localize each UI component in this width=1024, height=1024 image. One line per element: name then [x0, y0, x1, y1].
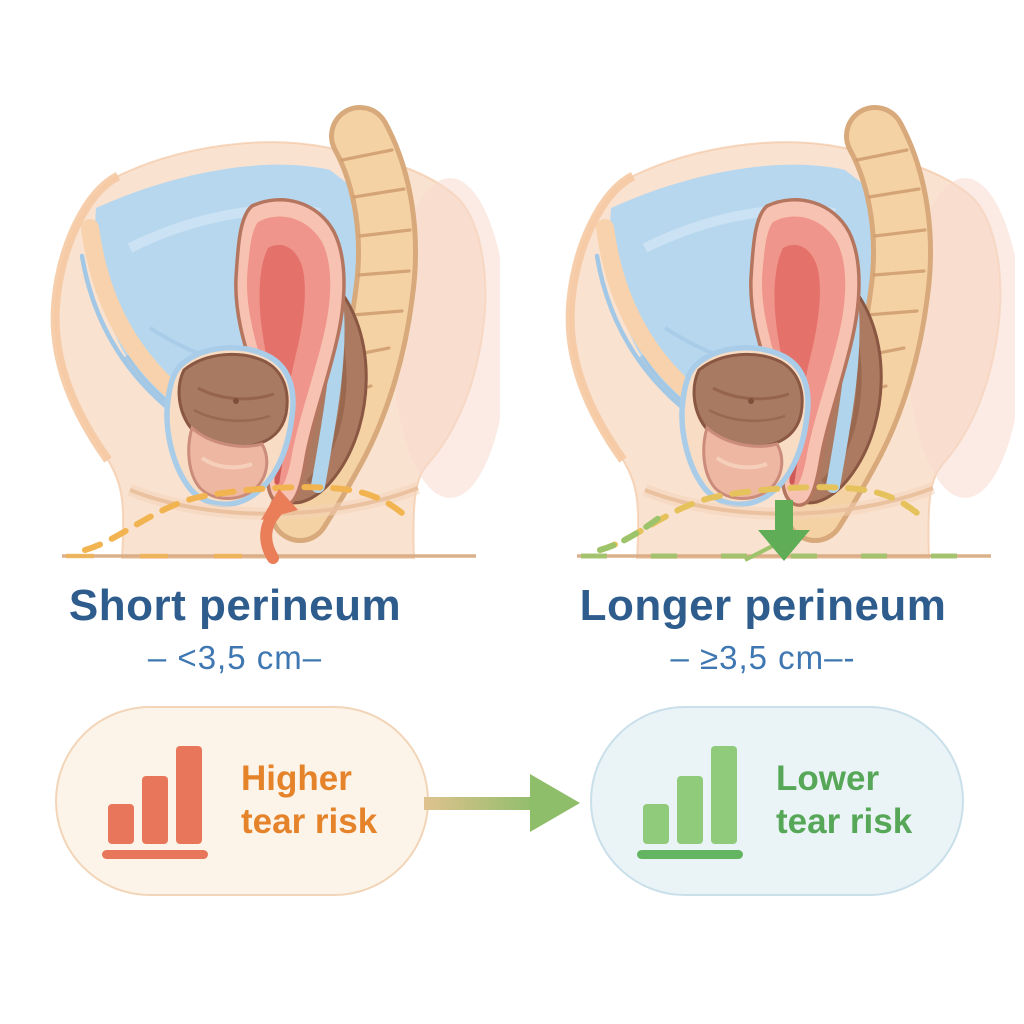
risk-label: Higher tear risk	[241, 759, 378, 841]
arrow-down-icon	[758, 500, 810, 561]
panel-measurement: – <3,5 cm–	[147, 639, 323, 677]
bar-chart-icon	[637, 746, 743, 859]
pelvis-illustration-longer	[545, 98, 1015, 568]
caption-longer-perineum: Longer perineum – ≥3,5 cm–-	[548, 581, 978, 677]
risk-label: Lower tear risk	[776, 759, 913, 841]
arrow-up-icon	[260, 489, 298, 564]
panel-measurement: – ≥3,5 cm–-	[670, 639, 856, 677]
panel-title: Longer perineum	[579, 581, 947, 630]
panel-title: Short perineum	[68, 581, 402, 630]
risk-badge-higher: Higher tear risk	[55, 706, 429, 896]
bar-chart-icon	[102, 746, 208, 859]
pelvis-illustration-short	[30, 98, 500, 568]
risk-badge-lower: Lower tear risk	[590, 706, 964, 896]
transition-arrow-icon	[424, 774, 580, 832]
caption-short-perineum: Short perineum – <3,5 cm–	[15, 581, 455, 677]
perineum-dashed-line	[66, 484, 411, 559]
